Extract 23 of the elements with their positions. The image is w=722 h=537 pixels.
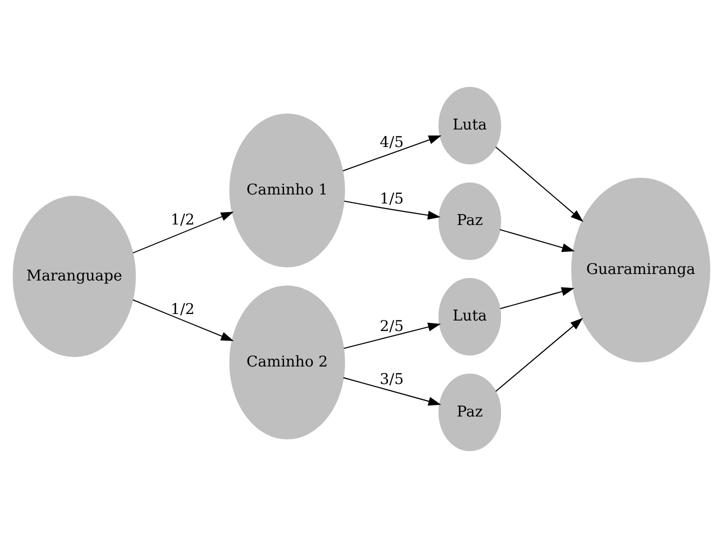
node-ellipse: Caminho 1 (228, 112, 345, 267)
edge-label: 1/2 (170, 299, 194, 318)
node-ellipse: Luta (438, 86, 501, 164)
edge-label: 1/2 (170, 210, 194, 228)
arrow (494, 146, 583, 222)
node-ellipse: Caminho 2 (228, 284, 345, 439)
arrow (342, 376, 441, 406)
edge-label: 3/5 (379, 369, 404, 388)
arrow (132, 298, 234, 341)
arrow (132, 211, 234, 253)
arrow (499, 228, 574, 252)
arrow (343, 322, 440, 348)
node-ellipse: Paz (438, 373, 501, 451)
arrow (344, 200, 440, 220)
edge-label: 1/5 (379, 188, 404, 207)
node-ellipse: Luta (438, 278, 501, 356)
node-ellipse: Maranguape (12, 195, 136, 357)
arrow (500, 286, 574, 309)
arrow (494, 317, 582, 392)
edge-label: 2/5 (379, 316, 404, 334)
node-ellipse: Paz (438, 182, 501, 260)
edge-label: 4/5 (379, 132, 404, 151)
arrow (342, 134, 441, 171)
